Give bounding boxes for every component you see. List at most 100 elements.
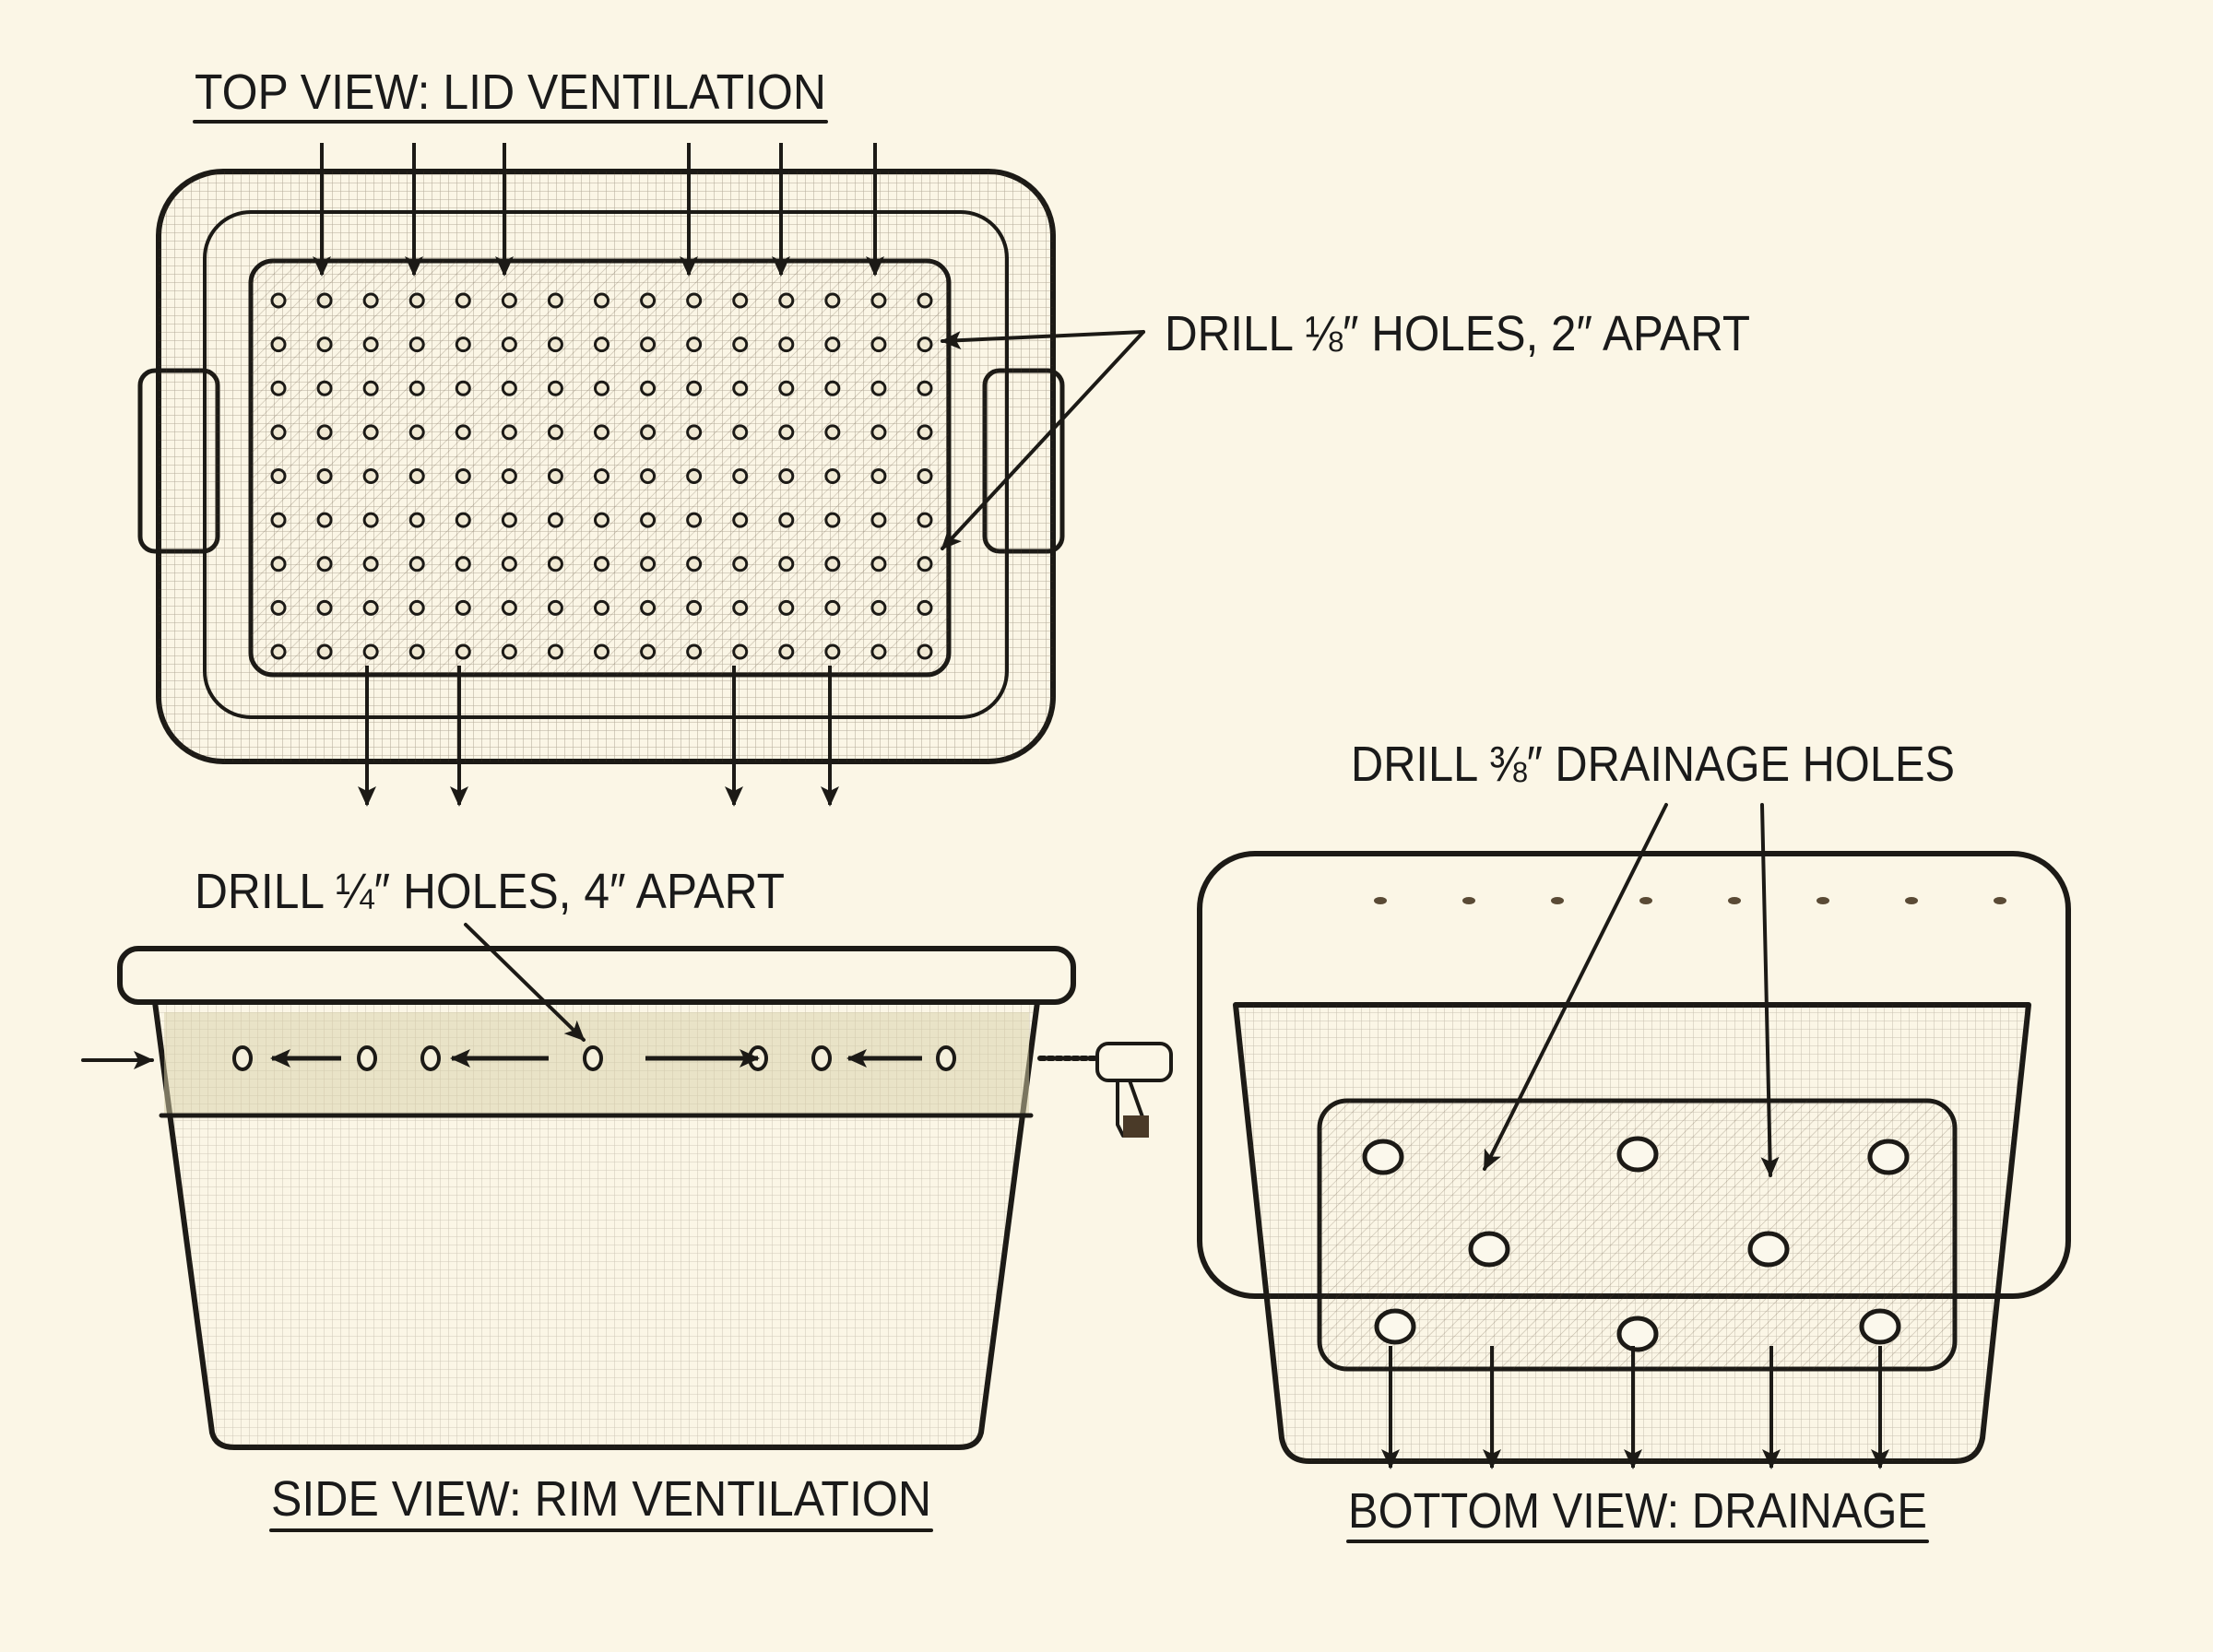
- vent-hole: [547, 468, 563, 484]
- rim-dot: [1905, 897, 1918, 904]
- vent-hole: [316, 599, 333, 616]
- vent-hole: [362, 512, 379, 528]
- callout-arrow: [1483, 803, 1668, 1171]
- drainage-hole: [1374, 1308, 1416, 1345]
- vent-hole: [408, 380, 425, 396]
- vent-hole: [501, 292, 517, 309]
- vent-hole: [732, 336, 749, 353]
- vent-hole: [686, 643, 703, 660]
- vent-hole: [316, 512, 333, 528]
- vent-hole: [408, 468, 425, 484]
- vent-hole: [640, 424, 657, 441]
- rim-dot: [1639, 897, 1652, 904]
- vent-hole: [732, 380, 749, 396]
- vent-hole: [778, 599, 795, 616]
- lid-vent-holes: [270, 292, 933, 660]
- vent-hole: [270, 599, 287, 616]
- vent-hole: [778, 468, 795, 484]
- vent-hole: [640, 512, 657, 528]
- vent-hole: [547, 424, 563, 441]
- drainage-hole: [1616, 1136, 1659, 1173]
- vent-hole: [917, 336, 933, 353]
- vent-hole: [594, 336, 609, 353]
- vent-hole: [316, 336, 333, 353]
- vent-hole: [824, 468, 841, 484]
- vent-hole: [870, 336, 887, 353]
- vent-hole: [316, 292, 333, 309]
- vent-hole: [408, 556, 425, 572]
- vent-hole: [870, 512, 887, 528]
- vent-hole: [501, 643, 517, 660]
- vent-hole: [270, 380, 287, 396]
- vent-hole: [455, 336, 471, 353]
- rim-hole: [232, 1045, 253, 1071]
- rim-dot: [1817, 897, 1829, 904]
- vent-hole: [778, 643, 795, 660]
- vent-hole: [362, 424, 379, 441]
- rim-hole: [811, 1045, 832, 1071]
- vent-hole: [362, 468, 379, 484]
- vent-hole: [640, 292, 657, 309]
- drainage-hole: [1616, 1316, 1659, 1352]
- vent-hole: [547, 512, 563, 528]
- vent-hole: [732, 512, 749, 528]
- vent-hole: [824, 424, 841, 441]
- vent-hole: [594, 556, 609, 572]
- vent-hole: [594, 599, 609, 616]
- vent-hole: [362, 380, 379, 396]
- drainage-hole: [1867, 1139, 1910, 1175]
- vent-hole: [686, 380, 703, 396]
- vent-hole: [870, 468, 887, 484]
- vent-hole: [640, 556, 657, 572]
- vent-hole: [686, 336, 703, 353]
- vent-hole: [501, 336, 517, 353]
- vent-hole: [455, 380, 471, 396]
- side-view-callout: DRILL ¼″ HOLES, 4″ APART: [195, 864, 785, 919]
- vent-hole: [732, 292, 749, 309]
- rim-dot: [1551, 897, 1564, 904]
- vent-hole: [547, 336, 563, 353]
- vent-hole: [732, 556, 749, 572]
- vent-hole: [408, 599, 425, 616]
- bottom-view-title: BOTTOM VIEW: DRAINAGE: [1348, 1483, 1927, 1539]
- vent-hole: [870, 424, 887, 441]
- vent-hole: [732, 468, 749, 484]
- vent-hole: [501, 599, 517, 616]
- vent-hole: [408, 292, 425, 309]
- side-view: DRILL ¼″ HOLES, 4″ APART SIDE VIEW: RIM …: [81, 864, 1173, 1532]
- vent-hole: [917, 556, 933, 572]
- drainage-arrows: [1381, 1346, 1889, 1469]
- vent-hole: [870, 380, 887, 396]
- vent-hole: [501, 468, 517, 484]
- vent-hole: [870, 556, 887, 572]
- vent-hole: [455, 512, 471, 528]
- drainage-callout: DRILL ⅜″ DRAINAGE HOLES: [1351, 737, 1955, 792]
- vent-hole: [778, 424, 795, 441]
- callout-arrow: [1760, 803, 1780, 1177]
- rim-hole: [936, 1045, 956, 1071]
- drainage-holes: [1362, 1136, 1910, 1352]
- vent-hole: [270, 292, 287, 309]
- vent-hole: [917, 599, 933, 616]
- vent-hole: [362, 643, 379, 660]
- bottom-view: DRILL ⅜″ DRAINAGE HOLES BOTTOM VIEW: DRA…: [1197, 737, 2071, 1543]
- drainage-hole: [1468, 1231, 1510, 1268]
- vent-hole: [547, 643, 563, 660]
- vent-hole: [870, 292, 887, 309]
- top-view-title: TOP VIEW: LID VENTILATION: [195, 65, 826, 120]
- vent-hole: [640, 599, 657, 616]
- vent-hole: [547, 380, 563, 396]
- vent-hole: [594, 292, 609, 309]
- vent-hole: [270, 556, 287, 572]
- vent-hole: [824, 292, 841, 309]
- vent-hole: [594, 380, 609, 396]
- callout-arrow: [464, 923, 586, 1042]
- rim-dot: [1462, 897, 1475, 904]
- rim-dot: [1994, 897, 2006, 904]
- vent-hole: [270, 512, 287, 528]
- bin-lid-rim: [117, 946, 1076, 1005]
- vent-hole: [686, 468, 703, 484]
- side-view-title: SIDE VIEW: RIM VENTILATION: [271, 1471, 931, 1527]
